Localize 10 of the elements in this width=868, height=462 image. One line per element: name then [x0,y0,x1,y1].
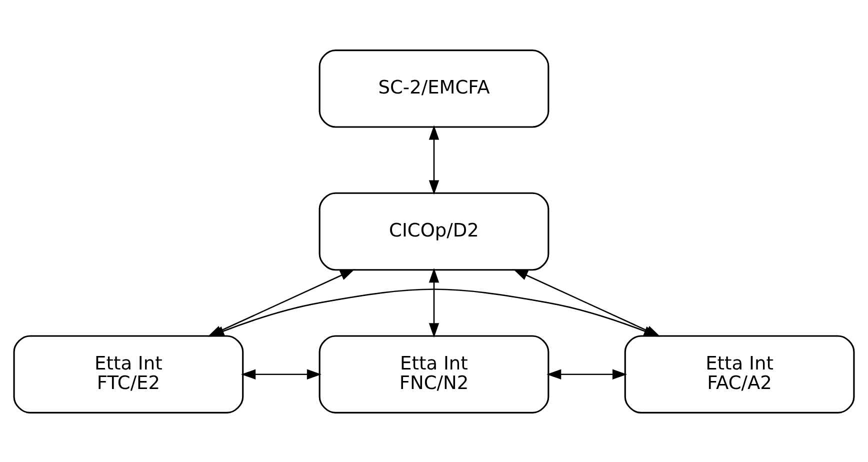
node-box: SC-2/EMCFA [318,49,550,128]
node-box: Etta Int FTC/E2 [13,334,244,413]
arrow [428,124,440,194]
arrow [546,368,628,379]
node-box: Etta Int FNC/N2 [318,334,550,413]
arrow [428,268,440,338]
node-box: CICOp/D2 [318,192,550,270]
arrow [210,288,658,336]
node-box: Etta Int FAC/A2 [624,334,855,413]
arrow [241,368,322,379]
